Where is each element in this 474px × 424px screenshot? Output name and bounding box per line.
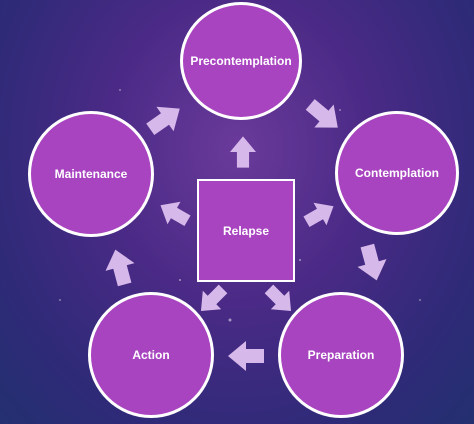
arrow-relapse-to-contemplation-icon — [303, 202, 334, 228]
arrow-relapse-to-action-icon — [200, 284, 228, 312]
node-preparation: Preparation — [278, 292, 404, 418]
node-action-label: Action — [132, 348, 170, 362]
node-precontemplation-label: Precontemplation — [190, 54, 292, 68]
node-precontemplation: Precontemplation — [180, 2, 302, 120]
arrow-relapse-to-precontemplation-icon — [230, 136, 256, 168]
node-action: Action — [88, 292, 214, 418]
node-maintenance: Maintenance — [28, 111, 154, 237]
node-preparation-label: Preparation — [307, 348, 375, 362]
arrow-precontemplation-to-contemplation-icon — [305, 99, 338, 128]
node-maintenance-label: Maintenance — [54, 167, 128, 181]
arrow-contemplation-to-preparation-icon — [357, 243, 387, 281]
node-relapse-label: Relapse — [222, 223, 270, 238]
node-relapse: Relapse — [197, 179, 295, 282]
arrow-maintenance-to-precontemplation-icon — [146, 106, 180, 136]
arrow-relapse-to-preparation-icon — [264, 284, 292, 312]
node-contemplation-label: Contemplation — [355, 166, 439, 180]
arrow-action-to-maintenance-icon — [105, 249, 135, 287]
arrow-relapse-to-maintenance-icon — [160, 201, 191, 227]
arrow-preparation-to-action-icon — [228, 341, 264, 371]
node-contemplation: Contemplation — [335, 111, 459, 235]
